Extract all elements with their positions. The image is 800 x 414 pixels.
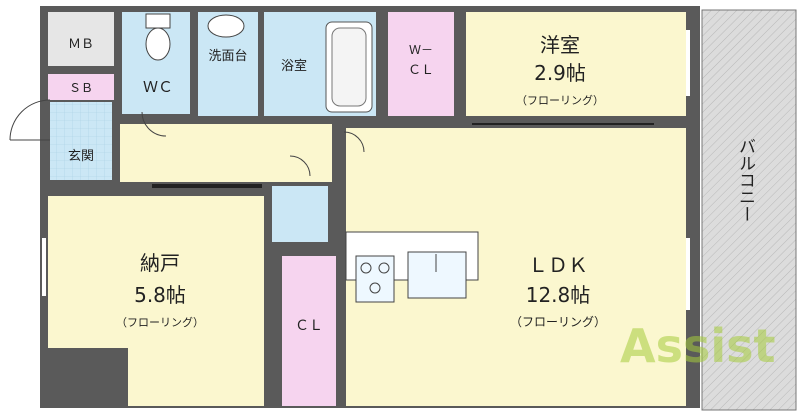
washbasin-icon	[207, 14, 245, 38]
western-room-floor: （フローリング）	[516, 93, 604, 107]
bathtub-inner	[331, 27, 367, 107]
balcony-label: バルコニー	[735, 138, 755, 223]
sink-icon	[407, 251, 467, 299]
ldk-floor: （フローリング）	[510, 315, 606, 329]
mb-room	[48, 12, 114, 66]
wc-label: ＷＣ	[143, 78, 173, 96]
mb-label: ＭＢ	[68, 37, 94, 52]
storage-room-floor: （フローリング）	[116, 315, 204, 329]
storage-room-name: 納戸	[140, 251, 180, 275]
western-room-size: 2.9帖	[534, 61, 586, 85]
western-room	[466, 12, 686, 116]
wcl-label-2: ＣＬ	[408, 63, 434, 78]
entrance-room	[50, 102, 112, 180]
sb-label: ＳＢ	[69, 81, 93, 95]
watermark-logo: Assist	[620, 319, 776, 373]
ldk-door	[343, 131, 365, 153]
wcl-closet	[388, 12, 454, 116]
pantry-door	[289, 155, 311, 177]
sb-closet	[48, 74, 114, 100]
stove-icon	[355, 255, 395, 303]
balcony-area	[701, 9, 797, 411]
ldk-name: ＬＤＫ	[528, 253, 588, 277]
entrance-door	[9, 99, 51, 141]
western-room-name: 洋室	[540, 33, 580, 57]
pantry-room	[272, 186, 328, 242]
toilet-icon	[145, 27, 171, 61]
entrance-label: 玄関	[68, 149, 94, 164]
toilet-tank	[145, 13, 171, 29]
wcl-label-1: Ｗ－	[409, 43, 433, 57]
ldk-size: 12.8帖	[526, 283, 591, 307]
cl-closet	[282, 256, 336, 406]
hallway	[120, 124, 332, 182]
washroom-label: 洗面台	[208, 49, 247, 64]
wc-door	[141, 111, 167, 137]
bathroom-label: 浴室	[281, 58, 307, 74]
cl-label: ＣＬ	[295, 318, 323, 334]
storage-room-size: 5.8帖	[134, 283, 186, 307]
notch-wall	[48, 348, 128, 408]
